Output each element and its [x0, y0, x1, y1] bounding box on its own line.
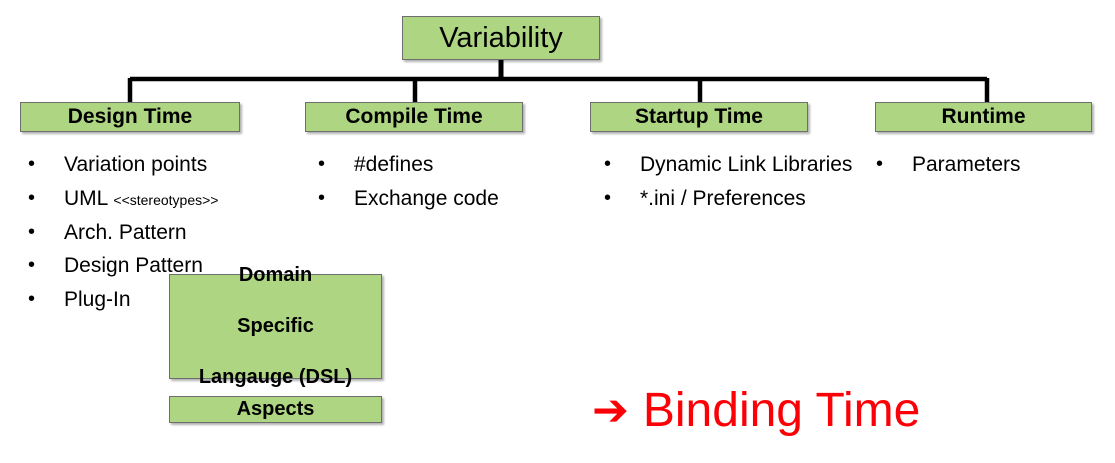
list-item-label: Design Pattern: [64, 254, 203, 278]
list-item: • Plug-In: [28, 285, 293, 315]
bullet-glyph: •: [28, 186, 36, 209]
node-design-time[interactable]: Design Time: [20, 102, 240, 132]
bullet-glyph: •: [28, 153, 36, 175]
node-runtime[interactable]: Runtime: [875, 102, 1092, 132]
bullet-list-startup-time: • Dynamic Link Libraries • *.ini / Prefe…: [604, 150, 866, 218]
bullet-glyph: •: [604, 153, 612, 175]
list-item: • Parameters: [876, 150, 1106, 180]
bullet-glyph: •: [604, 186, 612, 209]
list-item: • Dynamic Link Libraries: [604, 150, 866, 180]
list-item: • UML <<stereotypes>>: [28, 184, 293, 214]
bullet-glyph: •: [876, 153, 884, 175]
list-item: • Arch. Pattern: [28, 218, 293, 248]
node-runtime-label: Runtime: [941, 105, 1026, 129]
list-item-label: Parameters: [912, 153, 1021, 176]
node-startup-time-label: Startup Time: [635, 105, 763, 129]
node-aspects-label: Aspects: [236, 398, 315, 421]
list-item-label: Dynamic Link Libraries: [640, 153, 853, 176]
node-compile-time-label: Compile Time: [345, 105, 483, 129]
node-startup-time[interactable]: Startup Time: [590, 102, 808, 132]
list-item-label: *.ini / Preferences: [640, 186, 806, 210]
node-compile-time[interactable]: Compile Time: [305, 102, 523, 132]
bullet-glyph: •: [28, 254, 36, 277]
list-item: • *.ini / Preferences: [604, 184, 866, 214]
bullet-glyph: •: [318, 153, 326, 175]
node-aspects[interactable]: Aspects: [169, 396, 382, 423]
bullet-list-design-time: • Variation points • UML <<stereotypes>>…: [28, 150, 293, 319]
list-item-label: Exchange code: [354, 186, 499, 210]
list-item: • Design Pattern: [28, 251, 293, 281]
bullet-list-runtime: • Parameters: [876, 150, 1106, 184]
binding-time-label: Binding Time: [642, 384, 921, 437]
list-item-label: UML <<stereotypes>>: [64, 186, 219, 210]
list-item-label: Plug-In: [64, 288, 131, 312]
node-variability[interactable]: Variability: [402, 16, 600, 60]
list-item: • #defines: [318, 150, 548, 180]
node-design-time-label: Design Time: [67, 105, 193, 129]
bullet-glyph: •: [28, 288, 36, 311]
list-item: • Exchange code: [318, 184, 548, 214]
bullet-glyph: •: [28, 220, 36, 243]
list-item: • Variation points: [28, 150, 293, 180]
bullet-list-compile-time: • #defines • Exchange code: [318, 150, 548, 218]
node-variability-label: Variability: [439, 21, 563, 54]
right-arrow-icon: ➔: [592, 384, 629, 436]
list-item-label: #defines: [354, 153, 434, 176]
bullet-glyph: •: [318, 186, 326, 209]
list-item-label: Variation points: [64, 153, 208, 176]
list-item-label: Arch. Pattern: [64, 220, 187, 244]
binding-time-callout: ➔ Binding Time: [592, 386, 920, 436]
